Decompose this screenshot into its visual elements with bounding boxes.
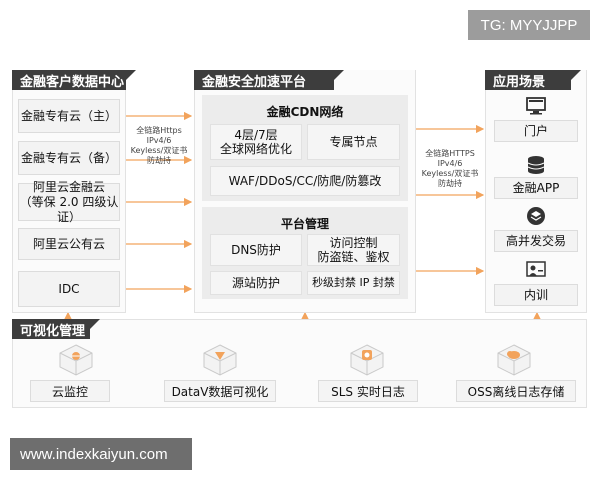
app-monitor-icon	[525, 96, 547, 116]
sls-log-icon	[347, 343, 387, 377]
mgmt-origin-box: 源站防护	[210, 271, 302, 295]
left-header-tab	[126, 70, 136, 80]
left-item-2: 金融专有云（备）	[18, 141, 120, 175]
viz-header: 可视化管理	[12, 319, 90, 339]
viz-header-tab	[90, 319, 100, 329]
datav-icon	[200, 343, 240, 377]
left-protocol-note: 全链路Https IPv4/6 Keyless/双证书 防劫持	[130, 126, 188, 165]
app-item-portal: 门户	[494, 120, 578, 142]
app-layers-icon	[525, 206, 547, 226]
left-item-3: 阿里云金融云 （等保 2.0 四级认证）	[18, 179, 120, 224]
cloud-monitor-icon	[56, 343, 96, 377]
mgmt-access-box: 访问控制 防盗链、鉴权	[307, 234, 400, 266]
cdn-waf-box: WAF/DDoS/CC/防爬/防篡改	[210, 166, 400, 196]
app-item-trading: 高并发交易	[494, 230, 578, 252]
viz-item-oss: OSS离线日志存储	[456, 380, 576, 402]
oss-storage-icon	[494, 343, 534, 377]
left-item-4: 阿里云公有云	[18, 228, 120, 260]
left-item-5: IDC	[18, 271, 120, 307]
viz-item-cloud-monitor: 云监控	[30, 380, 110, 402]
url-label: www.indexkaiyun.com	[10, 438, 192, 470]
mgmt-dns-box: DNS防护	[210, 234, 302, 266]
left-header: 金融客户数据中心	[12, 70, 126, 90]
app-presenter-icon	[525, 260, 547, 282]
cdn-layer-box: 4层/7层 全球网络优化	[210, 124, 302, 160]
cdn-title: 金融CDN网络	[266, 105, 344, 119]
app-item-training: 内训	[494, 284, 578, 306]
right-header: 应用场景	[485, 70, 571, 90]
viz-item-sls: SLS 实时日志	[318, 380, 418, 402]
app-database-icon	[525, 154, 547, 176]
center-header: 金融安全加速平台	[194, 70, 334, 90]
app-item-finance-app: 金融APP	[494, 177, 578, 199]
cdn-node-box: 专属节点	[307, 124, 400, 160]
mgmt-ban-box: 秒级封禁 IP 封禁	[307, 271, 400, 295]
left-item-1: 金融专有云（主）	[18, 99, 120, 133]
right-protocol-note: 全链路HTTPS IPv4/6 Keyless/双证书 防劫持	[421, 149, 479, 188]
viz-item-datav: DataV数据可视化	[164, 380, 276, 402]
mgmt-title: 平台管理	[280, 217, 329, 231]
watermark-label: TG: MYYJJPP	[468, 10, 590, 40]
right-header-tab	[571, 70, 581, 80]
center-header-tab	[334, 70, 344, 80]
